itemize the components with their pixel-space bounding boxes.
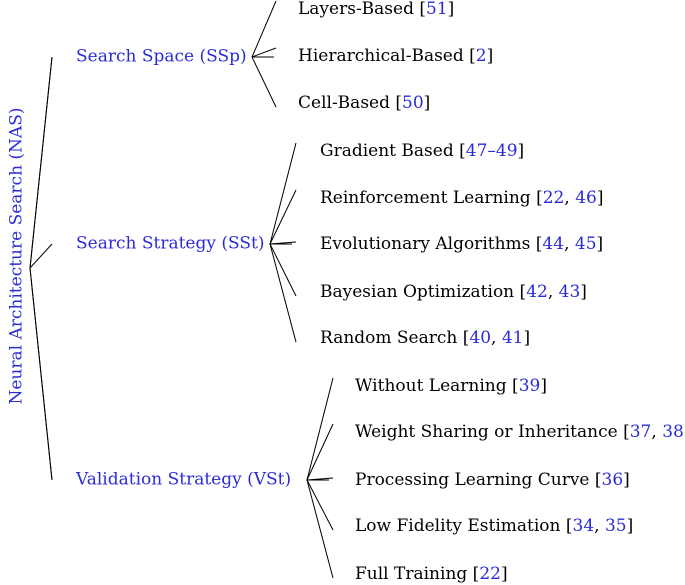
citation-bracket-open: [ [454,141,466,161]
leaf-text: Processing Learning Curve [355,470,589,490]
citation-ref[interactable]: 43 [559,282,581,302]
citation-separator: , [564,188,575,208]
leaf-text: Gradient Based [320,141,454,161]
leaf-label-1-3: Bayesian Optimization [42, 43] [320,282,587,302]
leaf-label-2-2: Processing Learning Curve [36] [355,470,630,490]
citation-bracket-open: [ [464,46,476,66]
root-label: Neural Architecture Search (NAS) [7,108,27,405]
citation-bracket-close: ] [518,141,525,161]
citation-bracket-open: [ [531,188,543,208]
citation-ref[interactable]: 22 [543,188,565,208]
citation-bracket-open: [ [467,564,479,584]
branch-label-1: Search Strategy (SSt) [76,234,264,254]
citation-bracket-close: ] [448,0,455,19]
leaf-text: Full Training [355,564,467,584]
root-spine-top [29,56,53,269]
citation-bracket-open: [ [390,93,402,113]
citation-bracket-close: ] [501,564,508,584]
citation-ref[interactable]: 40 [469,328,491,348]
citation-bracket-close: ] [684,422,685,442]
citation-separator: , [491,328,502,348]
citation-ref[interactable]: 50 [402,93,424,113]
citation-bracket-close: ] [540,376,547,396]
citation-bracket-close: ] [623,470,630,490]
citation-separator: , [548,282,559,302]
leaf-label-2-1: Weight Sharing or Inheritance [37, 38] [355,422,685,442]
citation-ref[interactable]: 38 [662,422,684,442]
citation-bracket-close: ] [597,234,604,254]
citation-separator: , [564,234,575,254]
leaf-text: Hierarchical-Based [298,46,464,66]
leaf-text: Cell-Based [298,93,390,113]
leaf-label-1-2: Evolutionary Algorithms [44, 45] [320,234,603,254]
leaf-label-0-2: Cell-Based [50] [298,93,430,113]
citation-ref[interactable]: 2 [476,46,487,66]
root-spine-bottom [29,267,53,481]
leaf-label-1-1: Reinforcement Learning [22, 46] [320,188,603,208]
citation-ref[interactable]: 44 [542,234,564,254]
citation-bracket-close: ] [580,282,587,302]
leaf-connector-1-2 [269,241,297,245]
citation-bracket-open: [ [560,516,572,536]
leaf-label-2-4: Full Training [22] [355,564,508,584]
leaf-connector-2-1 [306,423,334,481]
leaf-connector-1-4 [269,243,297,343]
leaf-text: Random Search [320,328,457,348]
leaf-text: Low Fidelity Estimation [355,516,561,536]
leaf-text: Evolutionary Algorithms [320,234,530,254]
leaf-label-2-0: Without Learning [39] [355,376,547,396]
leaf-connector-2-4 [306,479,334,579]
leaf-connector-0-1 [251,47,277,58]
citation-separator: , [651,422,662,442]
citation-bracket-open: [ [514,282,526,302]
citation-ref[interactable]: 51 [426,0,448,19]
citation-ref[interactable]: 35 [605,516,627,536]
citation-ref[interactable]: 22 [479,564,501,584]
leaf-label-0-0: Layers-Based [51] [298,0,454,19]
leaf-connector-2-2 [306,477,334,481]
citation-ref[interactable]: 34 [573,516,595,536]
branch-label-2: Validation Strategy (VSt) [75,470,291,490]
leaf-text: Weight Sharing or Inheritance [355,422,618,442]
citation-ref[interactable]: 37 [630,422,652,442]
leaf-text: Reinforcement Learning [320,188,531,208]
leaf-label-1-0: Gradient Based [47–49] [320,141,524,161]
citation-bracket-close: ] [487,46,494,66]
citation-ref[interactable]: 41 [502,328,524,348]
leaf-connector-0-2 [251,56,277,108]
citation-bracket-close: ] [627,516,634,536]
leaf-connector-0-0 [251,0,277,58]
leaf-connector-1-3 [269,243,297,297]
citation-bracket-open: [ [589,470,601,490]
leaf-connector-2-3 [306,479,334,531]
root-connector-1 [29,243,53,269]
citation-ref[interactable]: 46 [575,188,597,208]
citation-bracket-close: ] [597,188,604,208]
citation-bracket-close: ] [524,328,531,348]
citation-bracket-open: [ [507,376,519,396]
citation-bracket-open: [ [618,422,630,442]
leaf-connector-1-0 [269,142,297,245]
citation-bracket-open: [ [414,0,426,19]
leaf-label-1-4: Random Search [40, 41] [320,328,530,348]
citation-ref[interactable]: 36 [602,470,624,490]
citation-ref[interactable]: 47–49 [466,141,518,161]
leaf-label-0-1: Hierarchical-Based [2] [298,46,493,66]
leaf-text: Layers-Based [298,0,414,19]
leaf-text: Bayesian Optimization [320,282,514,302]
citation-ref[interactable]: 42 [526,282,548,302]
citation-bracket-open: [ [530,234,542,254]
citation-ref[interactable]: 39 [519,376,541,396]
leaf-connector-2-0 [306,377,334,481]
leaf-label-2-3: Low Fidelity Estimation [34, 35] [355,516,633,536]
citation-separator: , [594,516,605,536]
citation-bracket-open: [ [457,328,469,348]
leaf-text: Without Learning [355,376,507,396]
leaf-connector-1-1 [269,189,297,245]
branch-label-0: Search Space (SSp) [76,47,247,67]
citation-ref[interactable]: 45 [575,234,597,254]
citation-bracket-close: ] [424,93,431,113]
